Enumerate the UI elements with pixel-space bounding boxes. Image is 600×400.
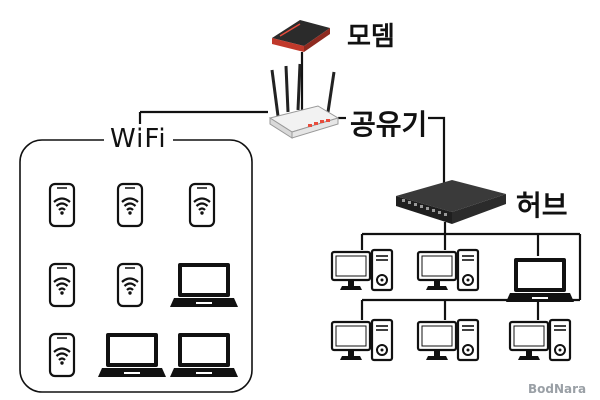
router-label: 공유기: [350, 108, 428, 141]
modem-label: 모뎀: [347, 22, 395, 52]
desktop-computer-icon: [416, 318, 480, 362]
wifi-group-label: WiFi: [104, 124, 173, 154]
router-icon: [268, 63, 340, 139]
smartphone-icon: [116, 262, 144, 308]
desktop-computer-icon: [416, 248, 480, 292]
smartphone-icon: [48, 262, 76, 308]
wifi-devices: [48, 182, 238, 378]
laptop-icon: [170, 333, 238, 377]
laptop-icon: [98, 333, 166, 377]
smartphone-icon: [116, 182, 144, 228]
connection-lines: [138, 52, 582, 320]
desktop-computer-icon: [508, 318, 572, 362]
desktop-computer-icon: [330, 318, 394, 362]
router-hub-link: [428, 116, 446, 200]
laptop-icon: [506, 258, 574, 302]
hub-label: 허브: [516, 189, 568, 222]
smartphone-icon: [48, 182, 76, 228]
desktop-computer-icon: [330, 248, 394, 292]
watermark: BodNara: [528, 382, 587, 396]
laptop-icon: [170, 263, 238, 307]
hub-icon: [396, 180, 506, 224]
smartphone-icon: [48, 332, 76, 378]
smartphone-icon: [188, 182, 216, 228]
modem-icon: [272, 20, 330, 52]
